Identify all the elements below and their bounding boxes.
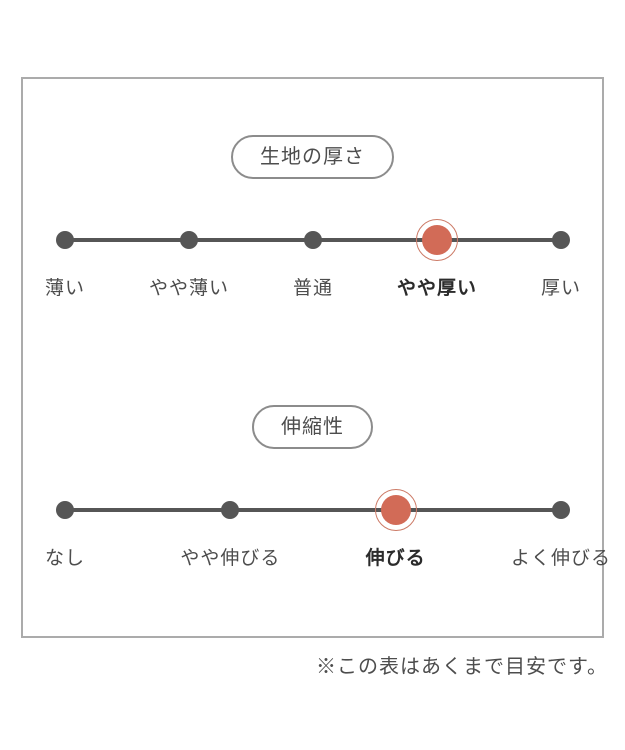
scale-dot [56,231,74,249]
scale-dot [552,501,570,519]
spec-chart-panel: 生地の厚さ薄い やや薄い 普通 やや厚い 厚い伸縮性なし やや伸びる 伸びる よく伸びる [21,77,610,638]
scale-dot [56,501,74,519]
selected-dot [422,225,452,255]
scale-label: よく伸びる [510,548,612,569]
disclaimer-note: ※この表はあくまで目安です。 [316,656,608,678]
scale-dot [180,231,198,249]
scale-track [56,489,570,531]
selected-dot-ring [416,219,458,261]
selected-dot-ring [374,489,417,531]
scale-dot [221,501,240,519]
scale-title: 伸縮性 [281,416,344,438]
scale-dot [304,231,322,249]
scale-labels: 薄い やや薄い 普通 やや厚い 厚い [45,276,580,302]
scale-label: 厚い [540,278,582,299]
scale-title: 生地の厚さ [260,146,365,168]
scale-label: やや伸びる [180,548,281,569]
selected-dot [380,495,411,525]
scale-section-1: 生地の厚さ薄い やや薄い 普通 やや厚い 厚い [23,135,602,310]
scale-title-pill: 伸縮性 [252,405,373,449]
scale-label-selected: やや厚い [396,278,478,299]
scale-label-selected: 伸びる [365,548,426,569]
scale-label: なし [44,548,86,569]
scale-track [56,219,570,261]
scale-label: 普通 [292,278,334,299]
scale-labels: なし やや伸びる 伸びる よく伸びる [45,546,610,572]
scale-section-2: 伸縮性なし やや伸びる 伸びる よく伸びる [23,405,610,580]
scale-line [65,508,561,512]
scale-title-pill: 生地の厚さ [231,135,394,179]
scale-label: やや薄い [148,278,230,299]
scale-label: 薄い [44,278,86,299]
scale-dot [552,231,570,249]
